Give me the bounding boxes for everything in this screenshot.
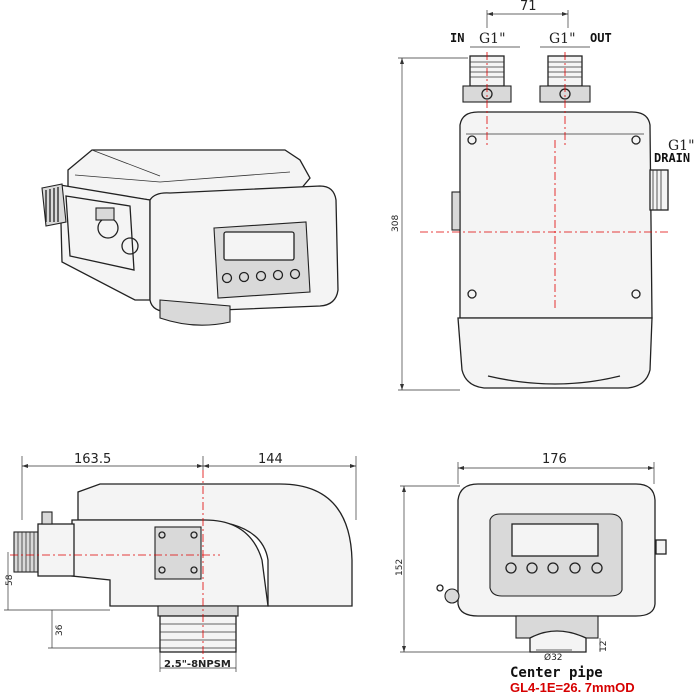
label-thread-drain: G1" xyxy=(668,138,695,154)
label-out: OUT xyxy=(590,31,612,45)
dim-pipe-diameter: Ø32 xyxy=(544,652,563,663)
bottom-right-view: 176 Ø32 12 152 Center pipe GL4-1E=26. 7m… xyxy=(395,452,667,695)
label-thread-out: G1" xyxy=(549,31,576,47)
dim-height-side: 308 xyxy=(391,215,401,232)
dim-width-front: 176 xyxy=(542,452,567,467)
dim-inlet-height: 58 xyxy=(5,574,15,586)
caption-spec: GL4-1E=26. 7mmOD xyxy=(510,680,635,695)
drain-port xyxy=(649,169,669,211)
label-in: IN xyxy=(450,31,464,45)
dim-top-width: 71 xyxy=(520,0,537,14)
caption-title: Center pipe xyxy=(510,665,603,681)
dim-length-right: 144 xyxy=(258,452,283,467)
label-thread-in: G1" xyxy=(479,31,506,47)
top-right-view: 71 IN G1" G1" OUT xyxy=(391,0,695,391)
dim-length-left: 163.5 xyxy=(74,452,111,467)
dim-base-height: 36 xyxy=(55,624,65,636)
bottom-left-view: 163.5 144 58 36 2.5"-8N xyxy=(4,452,357,672)
isometric-view xyxy=(41,149,339,326)
label-npsm: 2.5"-8NPSM xyxy=(164,659,231,670)
dim-height-front: 152 xyxy=(395,559,405,576)
label-drain: DRAIN xyxy=(654,151,690,165)
dim-pipe-length: 12 xyxy=(599,641,609,652)
